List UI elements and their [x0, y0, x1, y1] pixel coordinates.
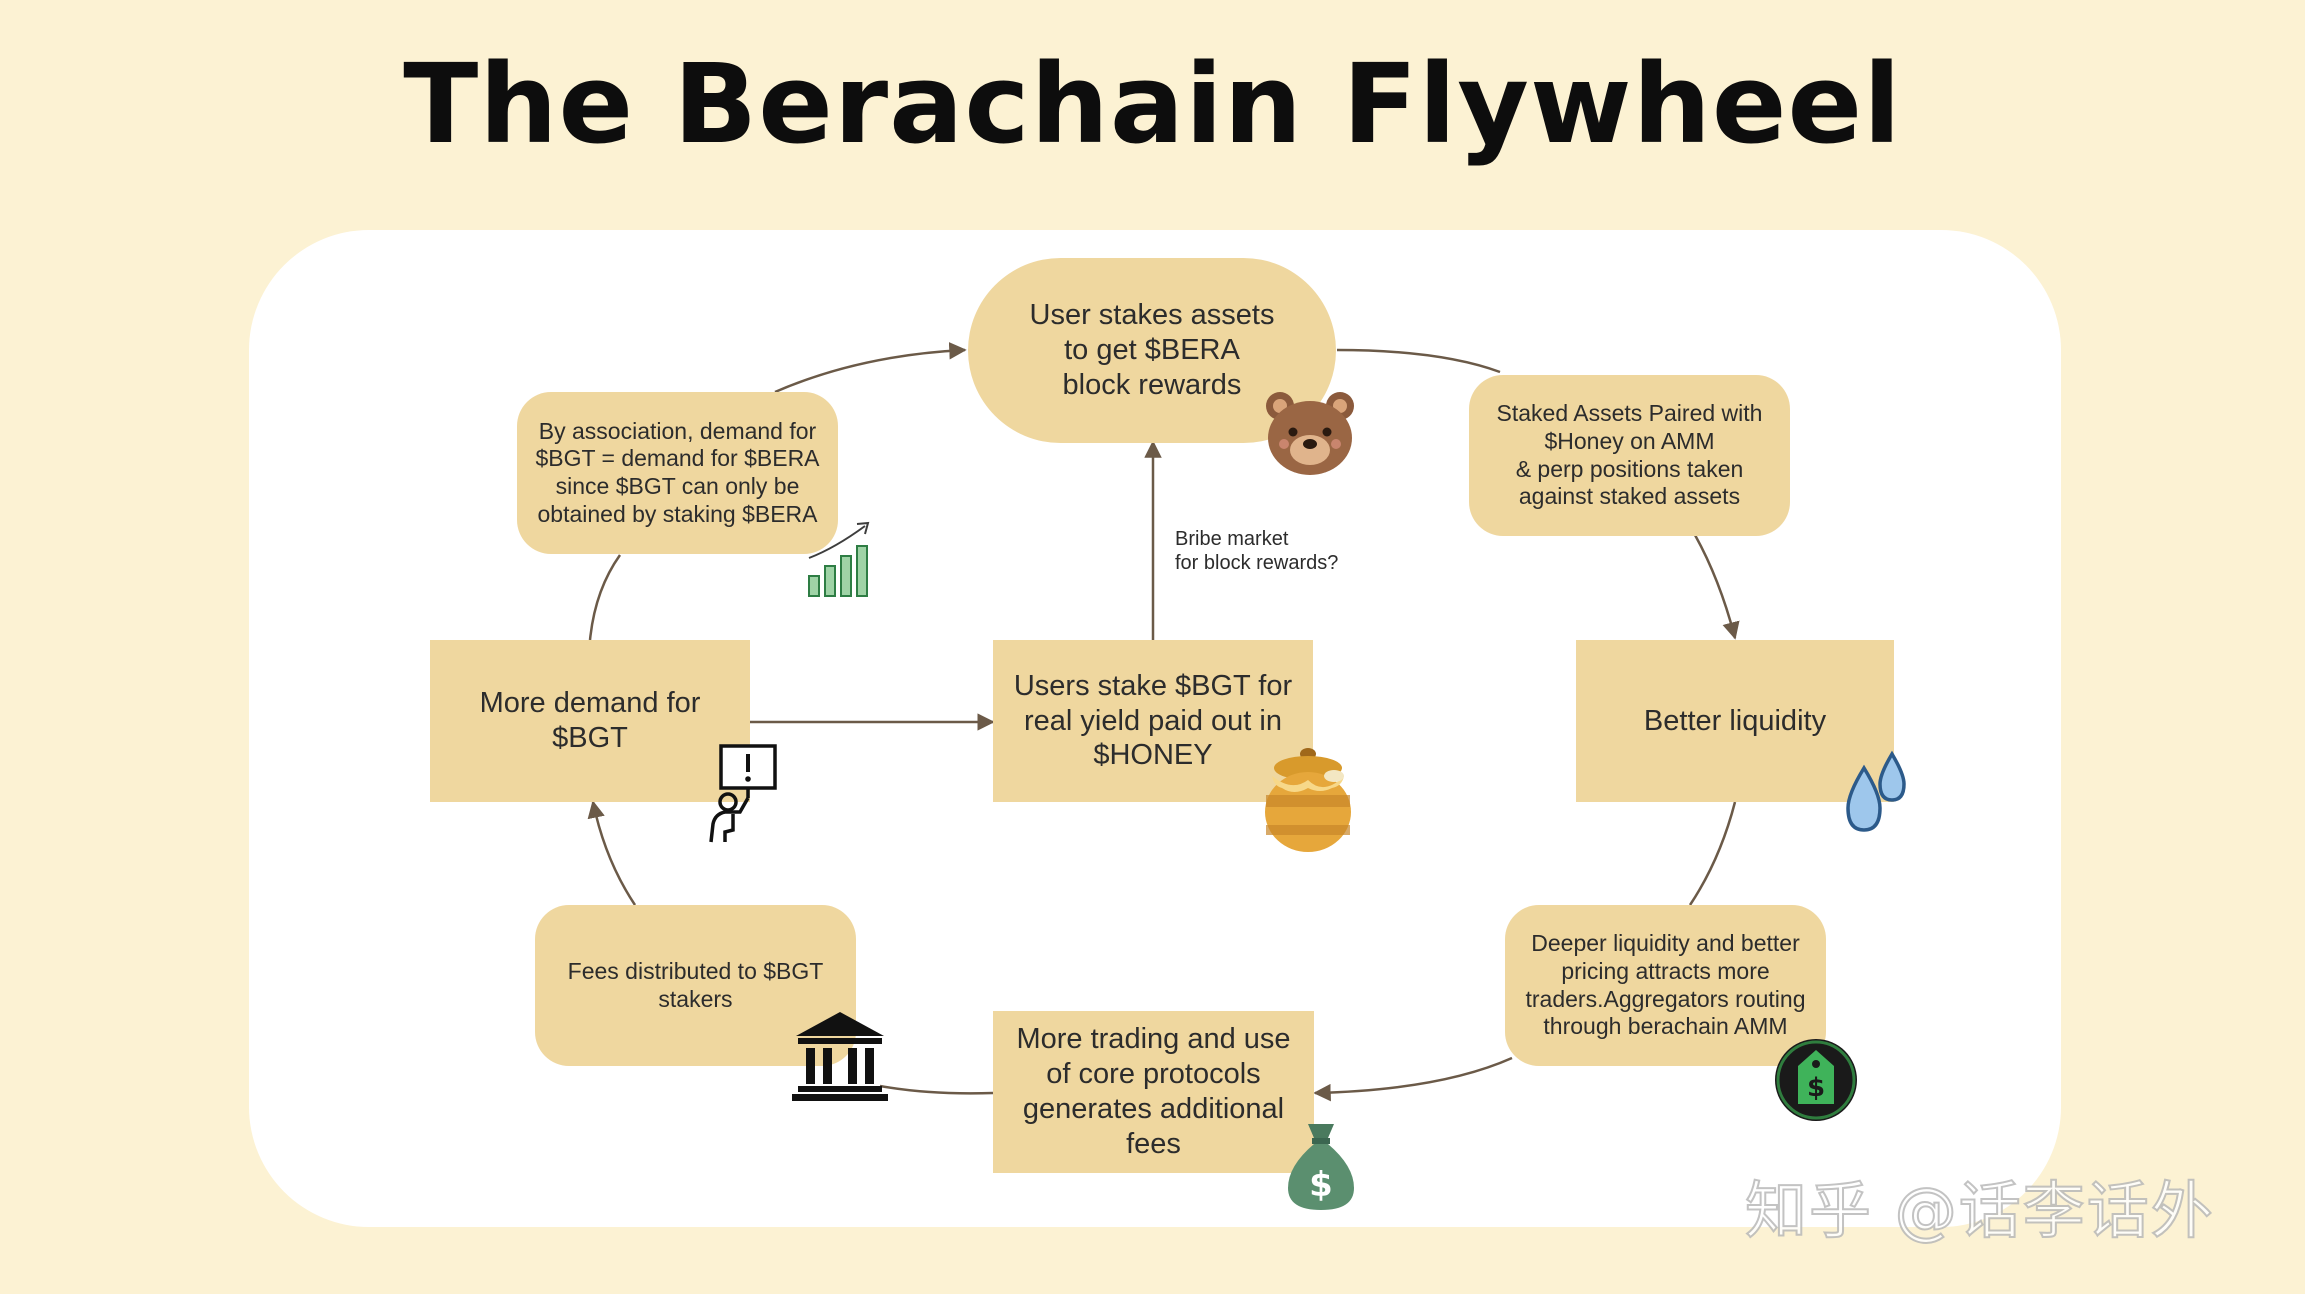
- node-by-association-label: By association, demand for $BGT = demand…: [535, 417, 820, 527]
- node-user-stakes-assets-label: User stakes assets to get $BERA block re…: [1029, 299, 1275, 401]
- arrow-association-to-user-stakes: [774, 342, 967, 394]
- arrow-deeper-to-more-trading: [1313, 1056, 1513, 1102]
- bribe-market-annotation: Bribe market for block rewards?: [1175, 528, 1339, 574]
- node-users-stake-bgt: Users stake $BGT for real yield paid out…: [993, 640, 1313, 802]
- bear-face-icon: [1266, 392, 1354, 475]
- bank-icon: [792, 1012, 888, 1101]
- node-by-association: By association, demand for $BGT = demand…: [517, 392, 838, 554]
- node-better-liquidity: Better liquidity: [1576, 640, 1894, 802]
- node-deeper-liquidity-label: Deeper liquidity and better pricing attr…: [1525, 930, 1806, 1040]
- water-drops-icon: [1846, 750, 1906, 832]
- node-more-demand-bgt: More demand for $BGT: [430, 640, 750, 802]
- node-staked-assets-paired: Staked Assets Paired with $Honey on AMM …: [1469, 375, 1790, 536]
- node-fees-distributed-label: Fees distributed to $BGT stakers: [567, 957, 824, 1012]
- node-fees-distributed: Fees distributed to $BGT stakers: [535, 905, 856, 1066]
- node-users-stake-bgt-label: Users stake $BGT for real yield paid out…: [1013, 669, 1293, 772]
- page-title: The Berachain Flywheel: [403, 40, 1902, 168]
- watermark: 知乎 @话李话外: [1744, 1173, 2215, 1248]
- arrow-user-stakes-to-staked-paired: [1336, 348, 1501, 374]
- node-deeper-liquidity: Deeper liquidity and better pricing attr…: [1505, 905, 1826, 1066]
- price-tag-icon: $: [1775, 1039, 1857, 1121]
- arrow-staked-paired-to-better-liquidity: [1693, 534, 1740, 640]
- svg-text:$: $: [1309, 1165, 1333, 1205]
- arrow-more-demand-to-association: [588, 554, 622, 641]
- arrow-fees-to-more-demand: [587, 800, 637, 906]
- svg-text:$: $: [1807, 1073, 1825, 1103]
- money-bag-icon: $: [1288, 1124, 1354, 1210]
- node-more-trading-label: More trading and use of core protocols g…: [1016, 1023, 1291, 1160]
- arrow-better-liquidity-to-deeper: [1688, 801, 1737, 906]
- person-holding-sign-icon: [709, 744, 777, 843]
- node-staked-assets-paired-label: Staked Assets Paired with $Honey on AMM …: [1496, 400, 1763, 510]
- node-more-trading: More trading and use of core protocols g…: [993, 1011, 1314, 1173]
- growth-chart-icon: [808, 521, 870, 597]
- arrow-more-trading-to-fees: [879, 1084, 994, 1095]
- honey-pot-icon: [1265, 748, 1351, 852]
- node-more-demand-bgt-label: More demand for $BGT: [479, 687, 701, 754]
- node-better-liquidity-label: Better liquidity: [1643, 704, 1827, 737]
